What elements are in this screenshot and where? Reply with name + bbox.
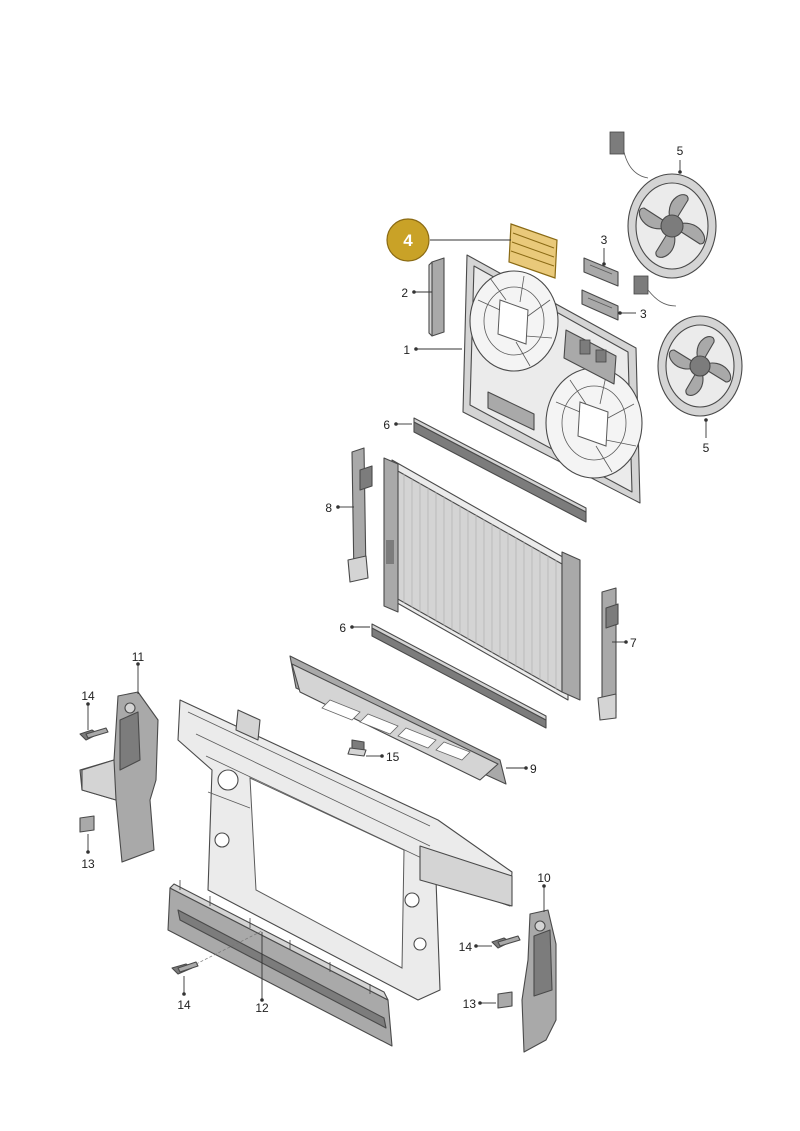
callout-5-lower[interactable]: 5 bbox=[703, 418, 710, 455]
svg-text:11: 11 bbox=[132, 650, 145, 664]
part-8-air-guide[interactable] bbox=[347, 447, 373, 583]
svg-text:15: 15 bbox=[386, 750, 400, 764]
svg-text:2: 2 bbox=[401, 286, 408, 300]
svg-text:13: 13 bbox=[463, 997, 477, 1011]
callout-14-left-upper[interactable]: 14 bbox=[81, 689, 95, 730]
part-3-seal-lower[interactable] bbox=[581, 289, 619, 321]
callout-badge-4[interactable]: 4 bbox=[386, 218, 430, 262]
callout-10[interactable]: 10 bbox=[537, 871, 551, 912]
part-1-fan-shroud[interactable] bbox=[462, 254, 643, 504]
part-14-screw-bottom[interactable] bbox=[171, 961, 199, 975]
svg-text:14: 14 bbox=[459, 940, 473, 954]
part-14-screw-left-upper[interactable] bbox=[79, 727, 109, 741]
svg-text:5: 5 bbox=[677, 144, 684, 158]
callout-7[interactable]: 7 bbox=[612, 636, 637, 650]
highlight-badge bbox=[386, 218, 430, 262]
callout-5-upper[interactable]: 5 bbox=[677, 144, 684, 174]
part-6-seal-lower[interactable] bbox=[371, 623, 547, 729]
highlight-label: 4 bbox=[403, 231, 413, 250]
svg-text:5: 5 bbox=[703, 441, 710, 455]
callout-14-bottom[interactable]: 14 bbox=[177, 976, 191, 1012]
svg-text:3: 3 bbox=[640, 307, 647, 321]
callout-13-left[interactable]: 13 bbox=[81, 834, 95, 871]
callout-12[interactable]: 12 bbox=[255, 932, 269, 1015]
part-10-right-guide[interactable] bbox=[521, 909, 557, 1053]
callout-8[interactable]: 8 bbox=[325, 501, 354, 515]
part-13-clip-left[interactable] bbox=[79, 815, 95, 833]
callout-11[interactable]: 11 bbox=[132, 650, 145, 694]
svg-text:14: 14 bbox=[177, 998, 191, 1012]
svg-text:10: 10 bbox=[537, 871, 551, 885]
svg-text:12: 12 bbox=[255, 1001, 269, 1015]
callout-3-lower[interactable]: 3 bbox=[618, 307, 647, 321]
part-13-clip-right[interactable] bbox=[497, 991, 513, 1009]
part-5-fan-lower[interactable] bbox=[647, 289, 743, 417]
callout-6-upper[interactable]: 6 bbox=[383, 418, 412, 432]
svg-text:6: 6 bbox=[383, 418, 390, 432]
svg-text:14: 14 bbox=[81, 689, 95, 703]
svg-text:1: 1 bbox=[403, 343, 410, 357]
part-7-air-guide[interactable] bbox=[597, 587, 619, 721]
part-15-clip[interactable] bbox=[347, 739, 367, 757]
svg-text:7: 7 bbox=[630, 636, 637, 650]
callout-2[interactable]: 2 bbox=[401, 286, 432, 300]
svg-text:8: 8 bbox=[325, 501, 332, 515]
part-5-fan-upper[interactable] bbox=[609, 131, 717, 295]
callout-15[interactable]: 15 bbox=[366, 750, 400, 764]
svg-text:3: 3 bbox=[601, 233, 608, 247]
part-3-seal-upper[interactable] bbox=[583, 257, 619, 287]
part-12-support-bar[interactable] bbox=[167, 880, 393, 1047]
part-14-screw-right[interactable] bbox=[491, 935, 521, 949]
callout-9[interactable]: 9 bbox=[506, 762, 537, 776]
callout-14-right[interactable]: 14 bbox=[459, 940, 492, 954]
svg-text:9: 9 bbox=[530, 762, 537, 776]
part-11-left-guide[interactable] bbox=[79, 691, 159, 863]
svg-text:13: 13 bbox=[81, 857, 95, 871]
part-2-side-strip[interactable] bbox=[428, 257, 445, 337]
callout-1[interactable]: 1 bbox=[403, 343, 462, 357]
svg-text:6: 6 bbox=[339, 621, 346, 635]
radiator bbox=[383, 457, 581, 701]
front-carrier bbox=[177, 699, 513, 1001]
callout-6-lower[interactable]: 6 bbox=[339, 621, 370, 635]
part-9-air-duct[interactable] bbox=[289, 655, 507, 785]
part-6-seal-upper[interactable] bbox=[413, 417, 587, 523]
callout-13-right[interactable]: 13 bbox=[463, 997, 496, 1011]
part-4-insert[interactable] bbox=[508, 223, 558, 279]
callout-3-upper[interactable]: 3 bbox=[601, 233, 608, 266]
